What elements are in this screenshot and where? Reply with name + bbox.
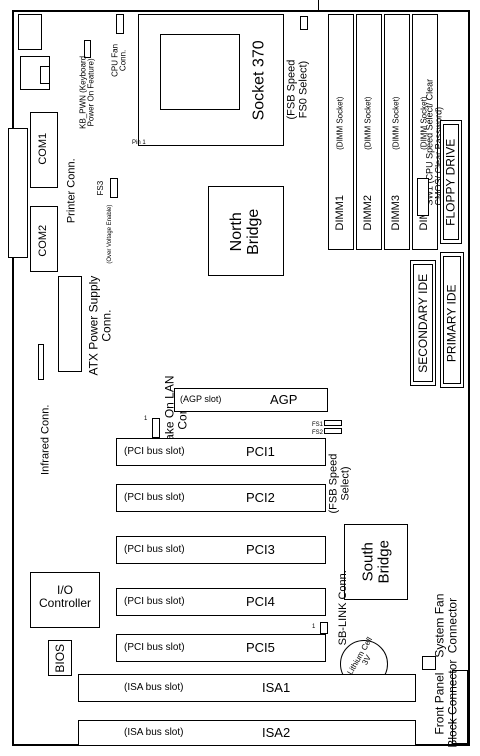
agp-slot-label: (AGP slot) xyxy=(180,394,222,404)
fs0-jumper xyxy=(300,16,308,30)
fs1-jumper xyxy=(324,420,342,426)
com2-label: COM2 xyxy=(37,225,50,257)
kb-pwn-jumper xyxy=(84,40,91,58)
fs3-jumper xyxy=(110,178,118,198)
pci1-slot-label: (PCI bus slot) xyxy=(124,446,185,457)
pci3-name: PCI3 xyxy=(246,542,275,557)
kb-pwn-label: KB_PWN (Keyboard Power On Feature) xyxy=(78,55,96,129)
rear-io-connector xyxy=(40,66,50,84)
sw1-dip-switch xyxy=(417,178,429,216)
floppy-connector-inner xyxy=(443,124,459,240)
io-controller-label: I/O Controller xyxy=(38,583,92,610)
pci2-slot-label: (PCI bus slot) xyxy=(124,492,185,503)
com2-connector xyxy=(30,206,58,272)
pci4-name: PCI4 xyxy=(246,594,275,609)
printer-connector xyxy=(8,128,28,258)
wol-pin-one: 1 xyxy=(144,416,148,422)
com1-connector xyxy=(30,112,58,188)
primary-ide-inner xyxy=(443,256,461,384)
south-bridge-label: South Bridge xyxy=(359,540,392,584)
isa2-slot xyxy=(78,720,416,746)
isa1-slot-label: (ISA bus slot) xyxy=(124,682,184,693)
fsb-speed-select-label: (FSB Speed Select) xyxy=(327,454,351,514)
pci5-slot xyxy=(116,634,326,662)
sb-link-connector xyxy=(320,622,328,634)
pci4-slot-label: (PCI bus slot) xyxy=(124,596,185,607)
pci1-name: PCI1 xyxy=(246,444,275,459)
isa1-slot xyxy=(78,674,416,702)
infrared-label: Infrared Conn. xyxy=(39,404,52,476)
secondary-ide-inner xyxy=(413,264,433,382)
fs1-label: FS1 xyxy=(312,422,324,428)
north-bridge xyxy=(208,186,284,276)
com1-label: COM1 xyxy=(37,133,50,165)
north-bridge-label: North Bridge xyxy=(228,208,262,256)
bios-chip xyxy=(48,640,72,676)
agp-slot xyxy=(174,388,328,412)
fs2-jumper xyxy=(324,428,342,434)
cpu-fan-label: CPU Fan Conn. xyxy=(110,43,128,77)
pci3-slot xyxy=(116,536,326,564)
bios-label: BIOS xyxy=(52,643,67,673)
socket-370-label: Socket 370 xyxy=(250,39,268,121)
isa1-name: ISA1 xyxy=(262,680,291,695)
floppy-label: FLOPPY DRIVE xyxy=(443,138,458,226)
over-voltage-label: (Over Voltage Enable) xyxy=(106,204,113,264)
primary-ide-label: PRIMARY IDE xyxy=(444,284,459,362)
south-bridge xyxy=(344,524,408,600)
dimm3-slot xyxy=(384,14,410,250)
isa2-name: ISA2 xyxy=(262,725,291,740)
dimm2-slot xyxy=(356,14,382,250)
system-fan-label: System Fan Connector xyxy=(432,593,459,659)
callout-line xyxy=(318,0,319,12)
dimm1-slot xyxy=(328,14,354,250)
fs3-label: FS3 xyxy=(95,180,105,196)
infrared-connector xyxy=(38,344,44,380)
cpu-fan-connector xyxy=(116,14,124,34)
sb-link-label: SB-LINK Conn. xyxy=(337,570,350,646)
pci2-slot xyxy=(116,484,326,512)
fs2-label: FS2 xyxy=(312,430,324,436)
sb-link-pin-one: 1 xyxy=(312,624,316,630)
agp-name: AGP xyxy=(270,392,298,407)
pci2-name: PCI2 xyxy=(246,490,275,505)
rear-io-connector xyxy=(18,14,42,50)
isa2-slot-label: (ISA bus slot) xyxy=(124,727,184,738)
pci1-slot xyxy=(116,438,326,466)
io-controller xyxy=(30,572,100,628)
atx-power-connector xyxy=(58,276,82,372)
front-panel-label: Front Panel Block Connector xyxy=(432,659,459,749)
socket-370-inner xyxy=(160,34,240,110)
pci5-name: PCI5 xyxy=(246,640,275,655)
atx-power-label: ATX Power Supply Conn. xyxy=(86,276,113,376)
front-panel-connector xyxy=(452,670,468,744)
pci5-slot-label: (PCI bus slot) xyxy=(124,642,185,653)
pci4-slot xyxy=(116,588,326,616)
system-fan-connector xyxy=(422,656,436,670)
pci3-slot-label: (PCI bus slot) xyxy=(124,544,185,555)
wake-on-lan-connector xyxy=(152,418,160,438)
pin1-label: Pin 1 xyxy=(132,140,146,146)
